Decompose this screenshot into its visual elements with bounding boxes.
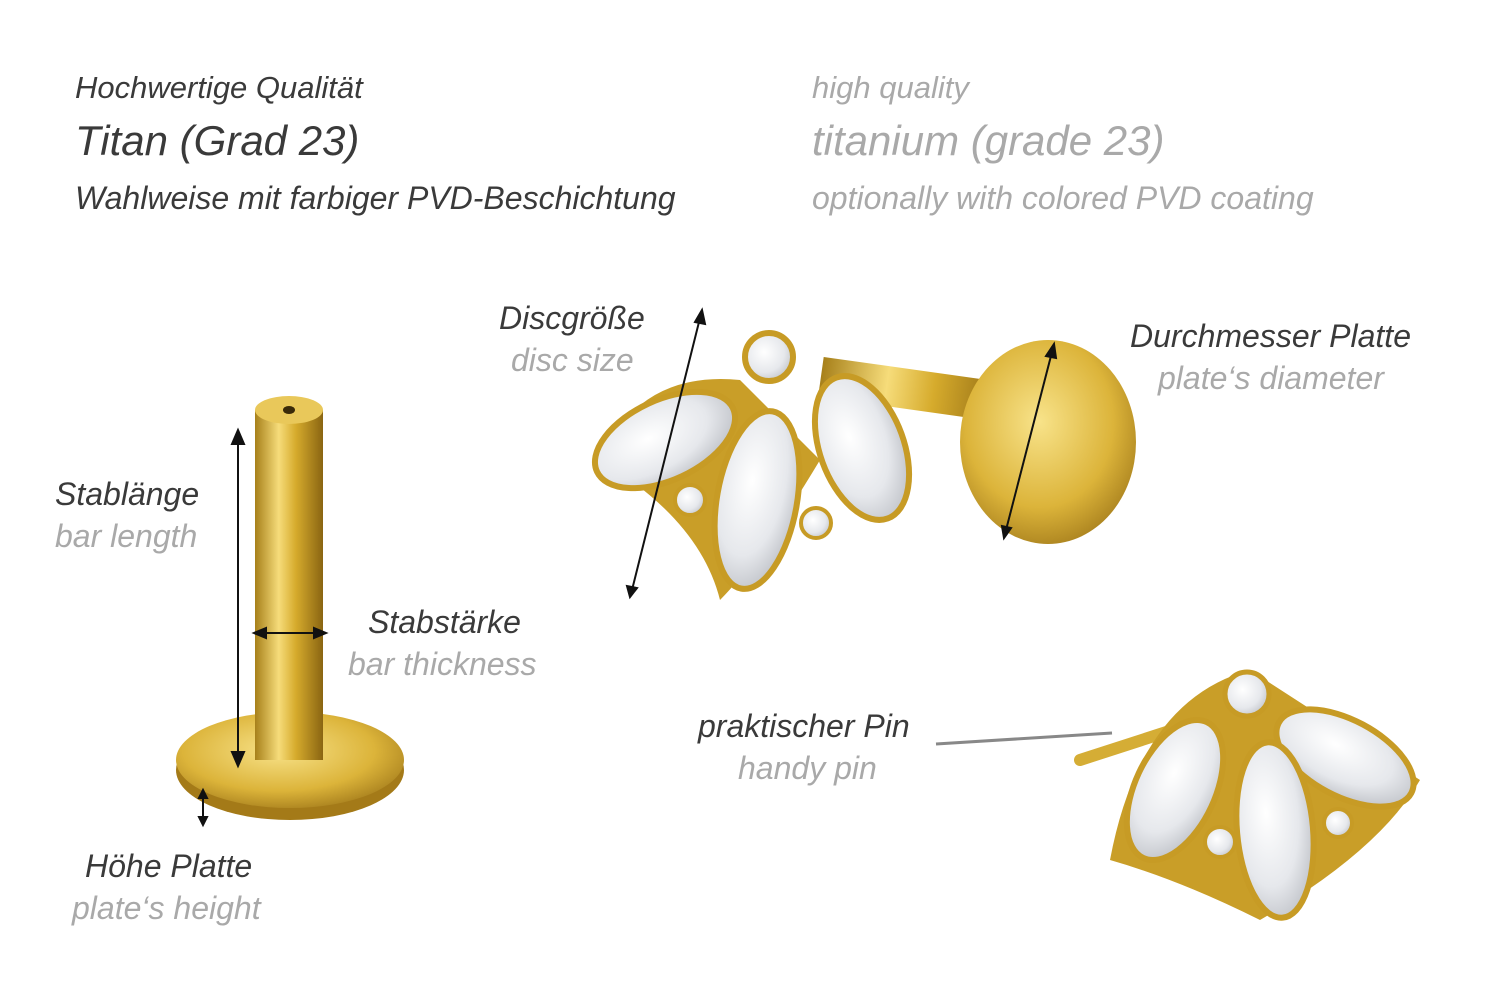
label-plate-height-en: plate‘s height [72, 890, 261, 926]
label-plate-height-de: Höhe Platte [85, 848, 253, 884]
label-handy-pin-de: praktischer Pin [698, 708, 910, 744]
labret-post [176, 396, 404, 820]
dimension-arrows-left [197, 427, 329, 828]
header-de-coating: Wahlweise mit farbiger PVD-Beschichtung [75, 180, 676, 216]
lotus-labret [591, 330, 1136, 600]
label-handy-pin-en: handy pin [738, 750, 877, 786]
header-en-coating: optionally with colored PVD coating [812, 180, 1314, 216]
label-bar-length-en: bar length [55, 518, 198, 554]
label-disc-size-de: Discgröße [499, 300, 645, 336]
label-plate-diameter-en: plate‘s diameter [1158, 360, 1384, 396]
header-en-material: titanium (grade 23) [812, 117, 1165, 164]
pin-leader-line [935, 731, 1113, 746]
label-disc-size-en: disc size [511, 342, 634, 378]
label-bar-length-de: Stablänge [55, 476, 200, 512]
label-plate-diameter-de: Durchmesser Platte [1130, 318, 1411, 354]
label-bar-thickness-de: Stabstärke [368, 604, 521, 640]
label-bar-thickness-en: bar thickness [348, 646, 537, 682]
header-de-quality: Hochwertige Qualität [75, 70, 363, 105]
header-en-quality: high quality [812, 70, 969, 105]
lotus-top-pin-view [1074, 669, 1420, 921]
dimension-arrows-main [625, 307, 1058, 600]
header-de-material: Titan (Grad 23) [75, 117, 360, 164]
